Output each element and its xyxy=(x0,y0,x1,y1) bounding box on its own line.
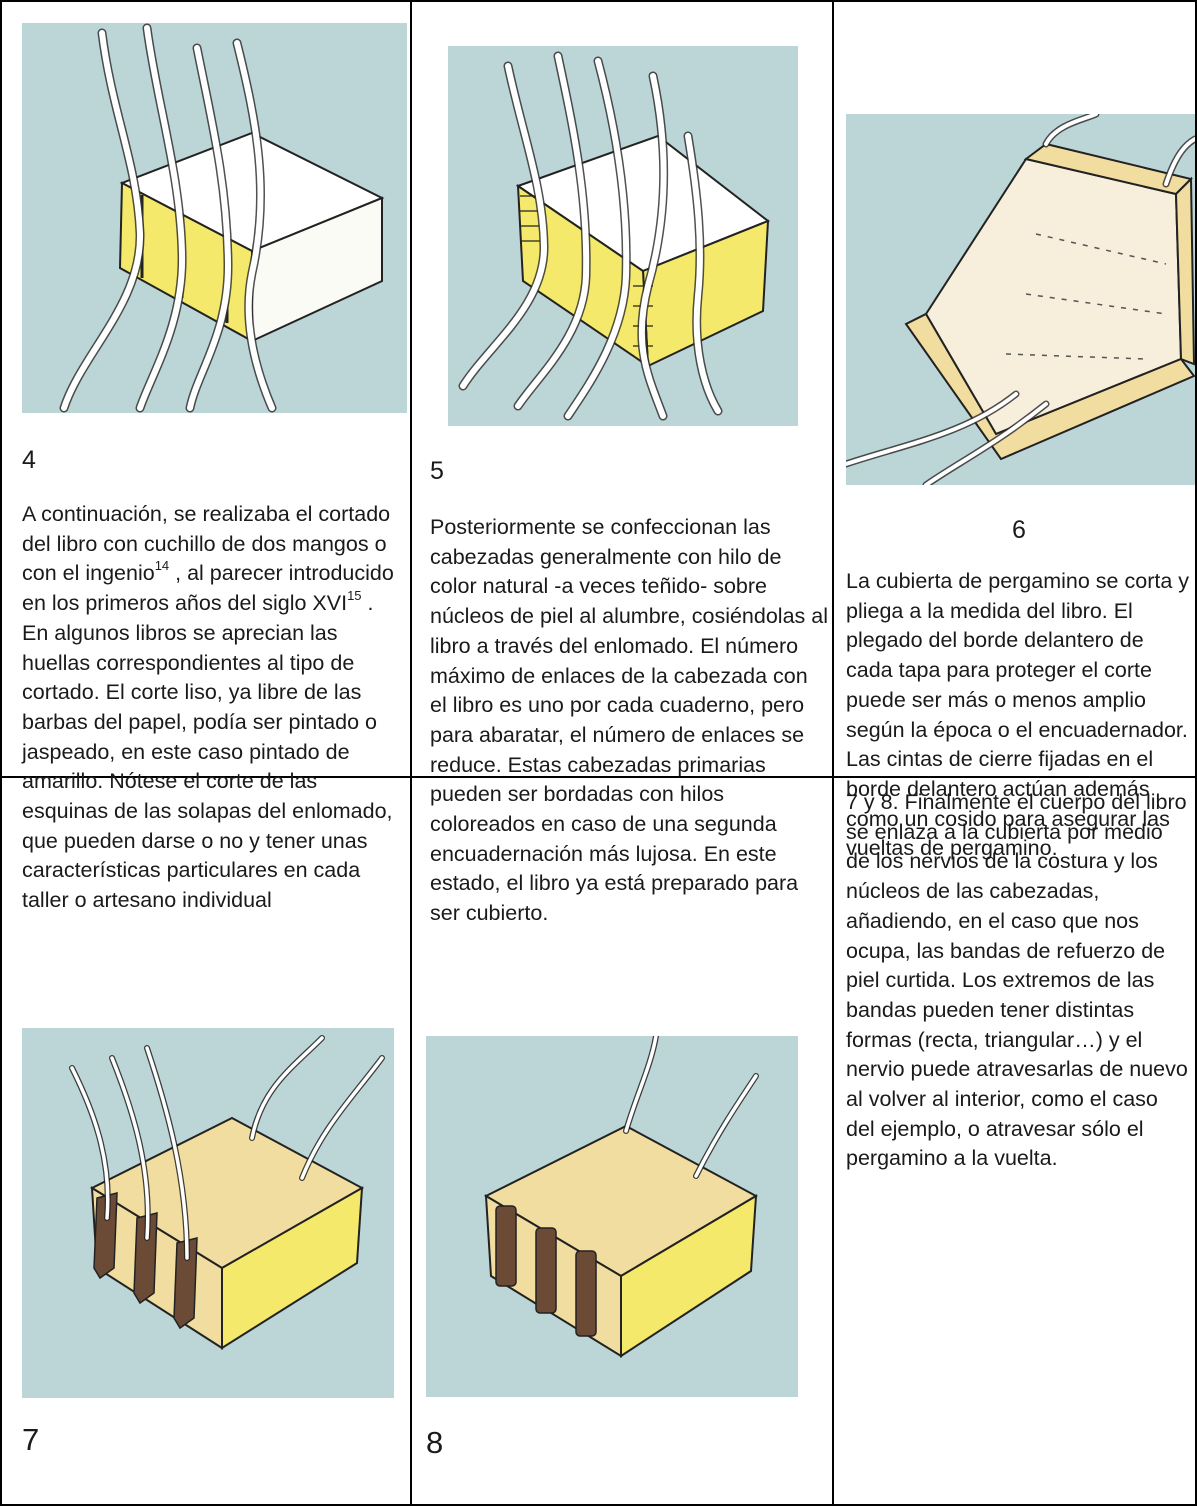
footnote-ref-14[interactable]: 14 xyxy=(154,558,170,574)
grid-row-divider xyxy=(0,776,1197,778)
illustration-book-with-headbands xyxy=(448,46,798,426)
finished-binding-drawing xyxy=(483,1036,759,1358)
illustration-book-laced-into-cover xyxy=(22,1028,394,1398)
panel-number: 4 xyxy=(22,446,36,474)
panel-number: 7 xyxy=(22,1422,40,1457)
headband-book-drawing xyxy=(458,51,770,421)
panel-number: 6 xyxy=(1012,516,1026,544)
grid-divider-1 xyxy=(410,0,412,1506)
panel-6-description: La cubierta de pergamino se corta y plie… xyxy=(846,569,1190,861)
illustration-vellum-cover xyxy=(846,114,1195,485)
panel-4-description: A continuación, se realizaba el cortado … xyxy=(22,502,394,913)
sewn-book-drawing xyxy=(59,23,385,413)
grid-border-top xyxy=(0,0,1197,2)
illustration-sewn-book-cut-edges xyxy=(22,23,407,413)
panel-number: 8 xyxy=(426,1425,444,1460)
panel-7-8-description: 7 y 8. Finalmente el cuerpo del libro se… xyxy=(846,790,1188,1171)
footnote-ref-15[interactable]: 15 xyxy=(347,587,362,603)
grid-border-left xyxy=(0,0,2,1506)
panel-5-description: Posteriormente se confeccionan las cabez… xyxy=(430,515,828,926)
grid-border-right xyxy=(1195,0,1197,1506)
grid-border-bottom xyxy=(0,1504,1197,1506)
illustration-finished-binding xyxy=(426,1036,798,1397)
laced-book-drawing xyxy=(69,1035,385,1350)
vellum-cover-drawing xyxy=(846,114,1195,485)
grid-divider-2 xyxy=(832,0,834,1506)
panel-number: 5 xyxy=(430,457,444,485)
